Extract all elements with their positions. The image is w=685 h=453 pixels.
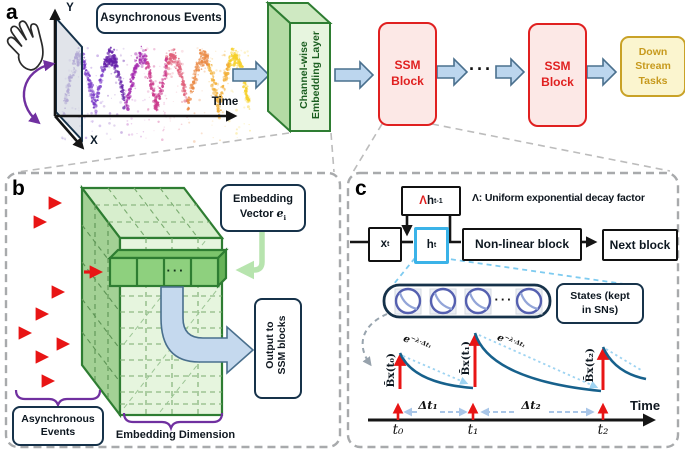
t1-tick-label: t₁ — [467, 422, 479, 438]
waving-hand-icon — [6, 20, 44, 71]
bx-t2-label: B̄x(t₂) — [583, 347, 596, 383]
delta-t1-label: Δt₁ — [418, 398, 438, 412]
states-to-timeline-arrow — [361, 313, 388, 367]
embedding-vector-row — [107, 247, 229, 289]
embedding-vector-pointer-arrow — [235, 228, 265, 280]
panel-a-label: a — [6, 1, 18, 24]
delta-t2-label: Δt₂ — [521, 398, 541, 412]
pipeline-flow-arrows — [232, 57, 618, 90]
decay-timeline — [368, 332, 656, 427]
zoom-guide-lines — [17, 123, 671, 173]
asynchronous-events-title-box: Asynchronous Events — [96, 3, 226, 34]
embedding-vector-box: Embedding Vector ei — [220, 184, 306, 232]
panel-c-label: c — [355, 177, 367, 200]
embedding-layer-box-3d — [265, 0, 333, 134]
bx-t1-label: B̄x(t₁) — [459, 340, 472, 376]
asynchronous-event-arrows — [18, 196, 104, 388]
embedding-layer-label: Channel-wise Embedding Layer — [297, 31, 322, 120]
y-axis-label: Y — [66, 2, 74, 14]
time-axis-label-a: Time — [211, 96, 239, 108]
states-ellipsis: ··· — [494, 292, 514, 307]
time-axis-label-c: Time — [629, 398, 661, 413]
embedding-cube-3d — [79, 184, 225, 419]
embedding-dimension-label: Embedding Dimension — [115, 429, 236, 441]
output-flow-arrow — [160, 286, 255, 375]
bx-t0-label: B̄x(t₀) — [384, 352, 397, 388]
states-container — [382, 283, 552, 319]
t0-tick-label: t₀ — [392, 422, 404, 438]
rotation-arrow-icon — [22, 59, 56, 125]
row-ellipsis: ··· — [166, 263, 186, 278]
ssm-recurrence-diagram — [350, 213, 625, 286]
annotation-braces — [14, 389, 224, 432]
nonlinear-block-box: Non-linear block — [462, 228, 582, 261]
t2-tick-label: t₂ — [597, 422, 609, 438]
next-block-box: Next block — [602, 229, 678, 261]
pipeline-ellipsis: ··· — [469, 59, 493, 79]
panel-b-label: b — [12, 177, 25, 200]
event-stream-scatter — [60, 43, 251, 143]
output-to-ssm-box — [254, 298, 302, 399]
state-neuron-icons — [394, 287, 543, 315]
panel-c-border — [346, 171, 680, 449]
x-axis-label: X — [90, 135, 98, 147]
decay-factor-note: Λ: Uniform exponential decay factor — [472, 192, 645, 204]
